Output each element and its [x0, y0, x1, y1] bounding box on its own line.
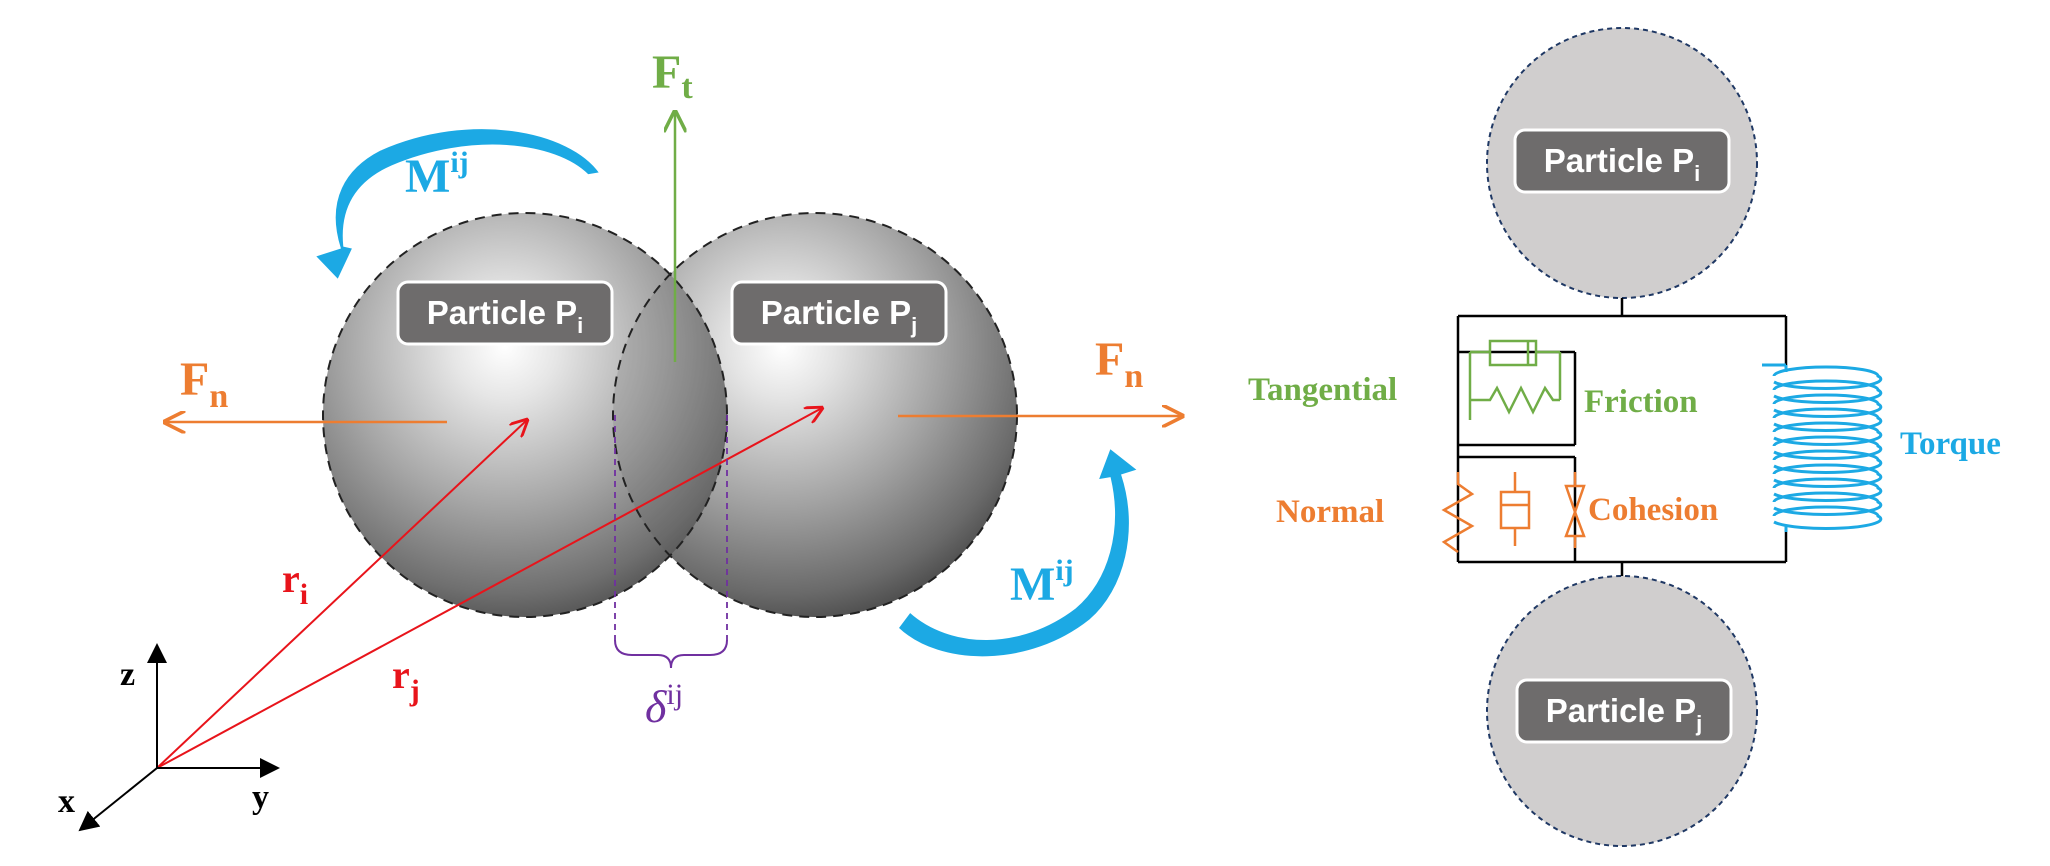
- left-diagram: Particle Pi Particle Pj Ft Fn Fn Mij Mij…: [58, 46, 1182, 832]
- cohesion-element: [1564, 472, 1586, 548]
- badge-label: Particle P: [427, 294, 577, 331]
- badge-label: Particle P: [761, 294, 911, 331]
- torque-label: Torque: [1900, 426, 2001, 462]
- right-diagram: Particle Pi Particle Pj: [1248, 27, 2001, 847]
- position-i-label: ri: [282, 556, 308, 611]
- position-j-label: rj: [392, 652, 420, 707]
- contact-model-frame: [1456, 298, 1788, 576]
- cohesion-label: Cohesion: [1588, 492, 1718, 528]
- normal-force-right-label: Fn: [1095, 333, 1143, 395]
- tangential-force-label: Ft: [652, 46, 693, 106]
- badge-right-particle-i: Particle Pi: [1513, 128, 1731, 194]
- badge-particle-j: Particle Pj: [730, 280, 948, 346]
- moment-top-arrow: [313, 127, 602, 282]
- badge-subscript: j: [910, 313, 917, 338]
- moment-bottom-arrow: [896, 446, 1140, 658]
- normal-label: Normal: [1276, 494, 1384, 530]
- svg-text:Particle Pj: Particle Pj: [761, 294, 918, 338]
- position-vector-j: [156, 408, 822, 769]
- overlap-label: δij: [645, 678, 683, 732]
- svg-text:Particle Pj: Particle Pj: [1546, 692, 1703, 736]
- normal-force-left-label: Fn: [180, 353, 228, 415]
- axis-z-label: z: [120, 656, 135, 693]
- axis-y-label: y: [252, 779, 269, 816]
- tangential-dashpot: [1468, 339, 1562, 400]
- moment-bottom-label: Mij: [1010, 554, 1074, 611]
- friction-label: Friction: [1584, 384, 1698, 420]
- tangential-label: Tangential: [1248, 372, 1397, 408]
- axis-x-label: x: [58, 783, 75, 820]
- badge-particle-i: Particle Pi: [396, 280, 614, 346]
- torque-coil-loops: [1772, 365, 1883, 530]
- svg-text:Particle Pi: Particle Pi: [1544, 142, 1701, 186]
- badge-right-particle-j: Particle Pj: [1515, 678, 1733, 744]
- svg-text:Particle Pi: Particle Pi: [427, 294, 584, 338]
- normal-spring: [1441, 478, 1475, 554]
- position-vector-i: [156, 420, 527, 769]
- overlap-brace: [614, 639, 728, 669]
- torque-coil: [1762, 363, 1883, 532]
- normal-dashpot: [1499, 472, 1531, 546]
- coordinate-axes: z y x: [58, 643, 280, 832]
- moment-top-label: Mij: [405, 146, 469, 203]
- tangential-spring: [1470, 385, 1560, 415]
- badge-subscript: i: [577, 313, 583, 338]
